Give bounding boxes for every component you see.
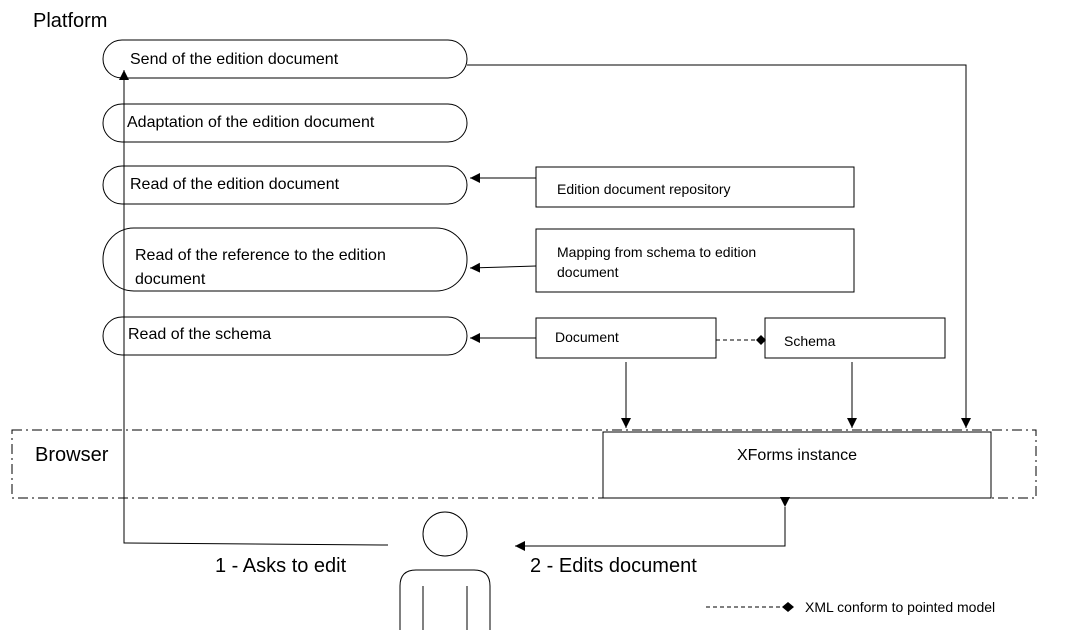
mapping-label: Mapping from schema to edition document [557, 244, 757, 280]
diamond-head [756, 335, 766, 345]
arrow-mapping-to-read-reference [469, 262, 537, 273]
platform-label: Platform [33, 10, 108, 32]
asks-to-edit-label: 1 - Asks to edit [215, 555, 347, 577]
legend-diamond [782, 602, 794, 612]
edits-document-label: 2 - Edits document [530, 555, 697, 577]
process-adapt [102, 103, 468, 143]
process-read-edition-label: Read of the edition document [130, 176, 340, 193]
arrow-edits-document [515, 497, 790, 551]
user-figure [399, 511, 491, 630]
box-mapping [535, 228, 855, 293]
process-adapt-label: Adaptation of the edition document [127, 114, 375, 131]
process-read-reference [102, 227, 468, 292]
repository-label: Edition document repository [557, 181, 731, 197]
box-repository [535, 166, 855, 208]
arrow-send-to-xforms [467, 64, 971, 428]
xforms-label: XForms instance [736, 447, 858, 464]
process-send-label: Send of the edition document [130, 51, 339, 68]
box-xforms [602, 431, 992, 499]
process-read-schema [102, 316, 468, 356]
process-send [102, 39, 468, 79]
schema-label: Schema [784, 333, 836, 349]
box-document [535, 317, 717, 359]
arrow-user-asks [119, 70, 389, 546]
document-label: Document [555, 329, 619, 345]
box-schema [764, 317, 946, 359]
legend-label: XML conform to pointed model [805, 599, 996, 615]
browser-label: Browser [35, 444, 111, 466]
process-read-edition [102, 165, 468, 205]
process-read-schema-label: Read of the schema [128, 326, 272, 343]
process-read-reference-label: Read of the reference to the edition doc… [135, 247, 386, 288]
